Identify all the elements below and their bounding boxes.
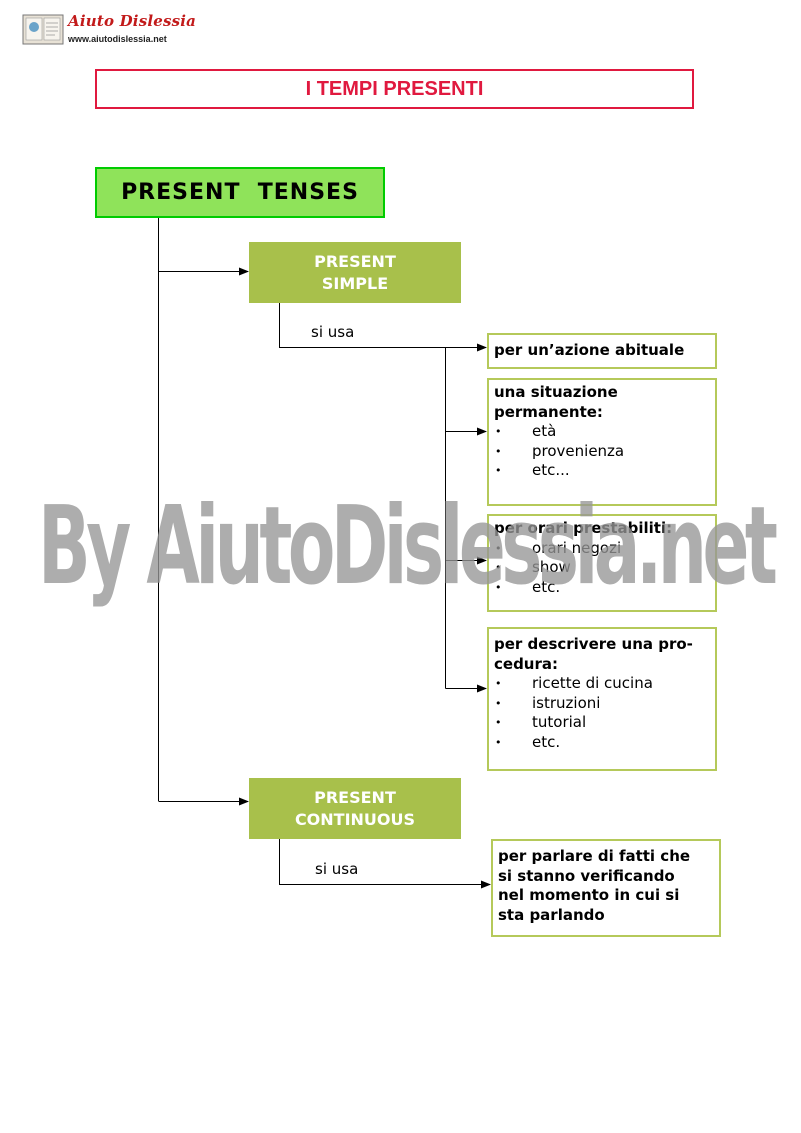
- list-item: etc.: [494, 733, 709, 753]
- present-continuous-label-line2: CONTINUOUS: [294, 809, 416, 829]
- present-simple-label-line1: PRESENT: [314, 251, 396, 271]
- present-continuous-node: PRESENT CONTINUOUS: [249, 778, 461, 839]
- logo-url-text: www.aiutodislessia.net: [68, 34, 167, 44]
- use-box-orari: per orari prestabiliti: orari negozi sho…: [487, 514, 717, 612]
- list-item: età: [494, 422, 709, 442]
- use-line: per parlare di fatti che: [498, 847, 691, 865]
- list-item: orari negozi: [494, 539, 709, 559]
- list-item: etc...: [494, 461, 709, 481]
- use-line: nel momento in cui si: [498, 886, 680, 904]
- present-continuous-label-line1: PRESENT: [314, 787, 396, 807]
- use-heading: per orari prestabiliti:: [494, 519, 673, 537]
- list-item: tutorial: [494, 713, 709, 733]
- list-item: istruzioni: [494, 694, 709, 714]
- use-list: età provenienza etc...: [494, 422, 709, 481]
- present-simple-node: PRESENT SIMPLE: [249, 242, 461, 303]
- present-tenses-node: PRESENT TENSES: [95, 167, 385, 218]
- use-line: si stanno verificando: [498, 866, 675, 885]
- list-item: provenienza: [494, 442, 709, 462]
- present-simple-label-line2: SIMPLE: [321, 273, 389, 293]
- use-list: orari negozi show etc.: [494, 539, 709, 598]
- use-box-parlare: per parlare di fatti che si stanno verif…: [491, 839, 721, 937]
- page-title-box: I TEMPI PRESENTI: [95, 69, 694, 109]
- use-heading-line1: una situazione: [494, 383, 618, 401]
- use-heading-line2: permanente:: [494, 402, 603, 421]
- use-heading-line2: cedura:: [494, 654, 558, 673]
- use-box-permanente: una situazione permanente: età provenien…: [487, 378, 717, 506]
- present-tenses-label: PRESENT TENSES: [121, 180, 359, 205]
- page-title: I TEMPI PRESENTI: [305, 77, 484, 100]
- use-line: sta parlando: [498, 905, 605, 924]
- si-usa-label-simple: si usa: [311, 323, 355, 341]
- list-item: etc.: [494, 578, 709, 598]
- use-heading: per un’azione abituale: [494, 341, 685, 359]
- list-item: ricette di cucina: [494, 674, 709, 694]
- book-icon: [22, 14, 64, 45]
- use-heading-line1: per descrivere una pro-: [494, 635, 693, 653]
- use-box-abituale: per un’azione abituale: [487, 333, 717, 369]
- use-list: ricette di cucina istruzioni tutorial et…: [494, 674, 709, 752]
- site-logo: Aiuto Dislessia www.aiutodislessia.net: [22, 10, 196, 48]
- use-box-procedura: per descrivere una pro- cedura: ricette …: [487, 627, 717, 771]
- list-item: show: [494, 558, 709, 578]
- logo-brand-text: Aiuto Dislessia: [68, 12, 197, 30]
- si-usa-label-continuous: si usa: [315, 860, 359, 878]
